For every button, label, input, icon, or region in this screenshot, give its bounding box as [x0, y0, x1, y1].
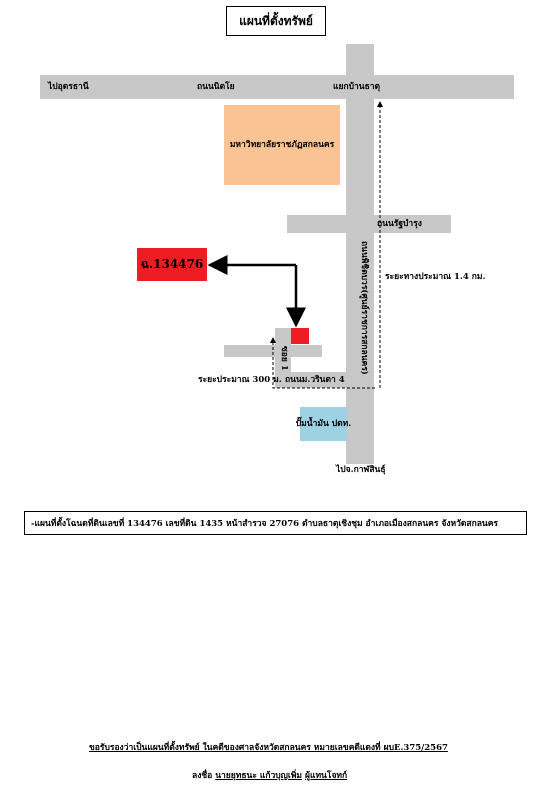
road-small-side [224, 345, 322, 357]
distance-short-line [270, 337, 375, 389]
plot-label-box: ฉ.134476 [137, 248, 207, 281]
plot-marker [291, 328, 309, 344]
label-to-udon: ไปอุดรธานี [48, 82, 89, 92]
road-nittayo [40, 75, 514, 99]
distance-long-label: ระยะทางประมาณ 1.4 กม. [385, 272, 486, 282]
certify-line: ขอรับรองว่าเป็นแผนที่ตั้งทรัพย์ ในคดีของ… [89, 743, 448, 753]
road-main-vertical [346, 44, 374, 464]
university-label: มหาวิทยาลัยราชภัฏสกลนคร [229, 139, 335, 150]
road-wirin [275, 372, 346, 388]
sign-suffix: ผู้แทนโจทก์ [305, 771, 348, 781]
label-ban-that-junction: แยกบ้านธาตุ [333, 82, 381, 92]
gas-station-label: ปั๊มน้ำมัน ปตท. [295, 418, 352, 429]
signature-line: ลงชื่อ นายยุทธนะ แก้วบุญเพิ่ม ผู้แทนโจทก… [192, 768, 347, 782]
certification-text: ขอรับรองว่าเป็นแผนที่ตั้งทรัพย์ ในคดีของ… [89, 740, 448, 754]
map-title: แผนที่ตั้งทรัพย์ [226, 6, 326, 36]
landmark-university: มหาวิทยาลัยราชภัฏสกลนคร [224, 105, 340, 185]
label-wirin-road: ถนนม.วรินดา 4 [285, 375, 345, 385]
label-to-kalasin: ไปจ.กาฬสินธุ์ [336, 465, 386, 475]
deed-note: -แผนที่ตั้งโฉนดที่ดินเลขที่ 134476 เลขที… [24, 511, 527, 535]
label-rat-bamrung-road: ถนนรัฐบำรุง [377, 219, 422, 229]
label-nittayo-road: ถนนนิตโย [197, 82, 235, 92]
distance-short-label: ระยะประมาณ 300 ม. [198, 375, 282, 385]
landmark-gas-station: ปั๊มน้ำมัน ปตท. [296, 407, 351, 441]
sign-prefix: ลงชื่อ [192, 771, 213, 781]
sign-name: นายยุทธนะ แก้วบุญเพิ่ม [215, 771, 303, 781]
road-rat-bamrung [287, 215, 451, 233]
